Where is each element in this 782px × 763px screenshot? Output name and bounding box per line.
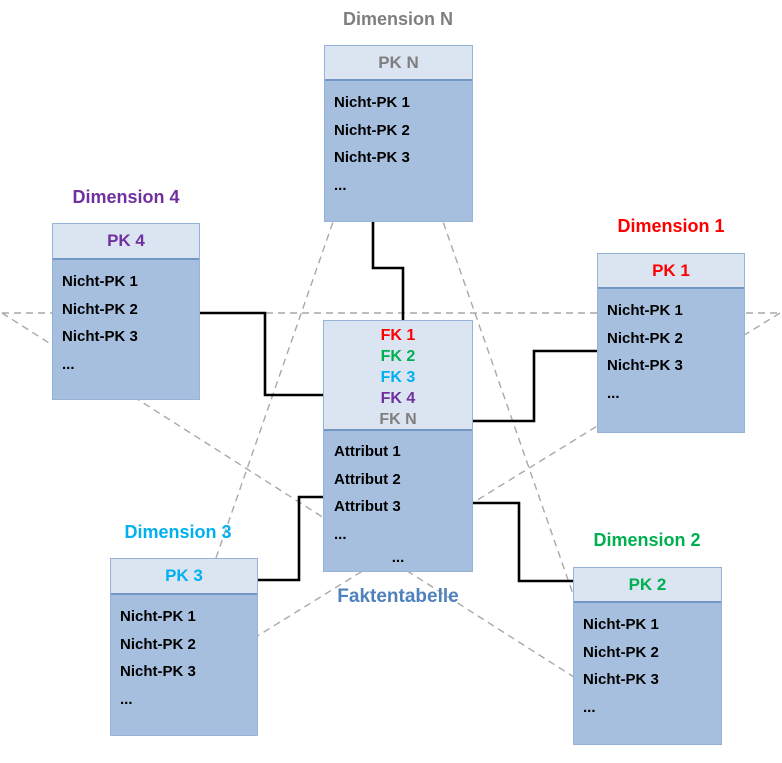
dimension-1-table: PK 1 Nicht-PK 1 Nicht-PK 2 Nicht-PK 3 ..…	[597, 253, 745, 433]
attribute-row: Nicht-PK 2	[583, 643, 659, 661]
attribute-row: Nicht-PK 1	[120, 608, 196, 625]
foreign-key-row: FK 2	[380, 348, 416, 365]
dimension-4-attributes: Nicht-PK 1 Nicht-PK 2 Nicht-PK 3 ...	[53, 260, 199, 378]
attribute-row: Nicht-PK 2	[334, 121, 410, 139]
attribute-row: Nicht-PK 2	[120, 635, 196, 653]
attribute-row: Nicht-PK 2	[62, 300, 138, 318]
attribute-row: ...	[334, 525, 347, 543]
connector-dimension-n-fact	[371, 222, 405, 321]
dimension-2-attributes: Nicht-PK 1 Nicht-PK 2 Nicht-PK 3 ...	[574, 603, 721, 721]
connector-fact-dimension-1	[472, 349, 597, 423]
attribute-row: Nicht-PK 3	[583, 671, 659, 688]
fact-table-label: Faktentabelle	[337, 586, 459, 607]
dimension-4-title: Dimension 4	[72, 187, 180, 207]
attribute-row: Nicht-PK 3	[607, 357, 683, 374]
foreign-key-row: FK 1	[380, 327, 416, 344]
dimension-n-pk-header: PK N	[325, 46, 472, 81]
dimension-2-title: Dimension 2	[593, 530, 701, 550]
dimension-1-attributes: Nicht-PK 1 Nicht-PK 2 Nicht-PK 3 ...	[598, 289, 744, 407]
attribute-row: Nicht-PK 3	[62, 328, 138, 345]
dimension-3-title: Dimension 3	[124, 522, 232, 542]
foreign-key-row: FK N	[379, 411, 417, 428]
dimension-n-table: PK N Nicht-PK 1 Nicht-PK 2 Nicht-PK 3 ..…	[324, 45, 473, 222]
attribute-row: Nicht-PK 1	[334, 94, 410, 111]
attribute-row: Nicht-PK 3	[334, 149, 410, 166]
attribute-row: Nicht-PK 3	[120, 663, 196, 680]
dimension-3-table: PK 3 Nicht-PK 1 Nicht-PK 2 Nicht-PK 3 ..…	[110, 558, 258, 736]
attribute-row: Attribut 1	[334, 443, 401, 460]
fact-table: FK 1 FK 2 FK 3 FK 4 FK N Attribut 1 Attr…	[323, 320, 473, 572]
fact-table-fk-section: FK 1 FK 2 FK 3 FK 4 FK N	[324, 321, 472, 431]
attribute-row: Nicht-PK 1	[607, 302, 683, 319]
dimension-1-pk-header: PK 1	[598, 254, 744, 289]
dimension-3-pk-header: PK 3	[111, 559, 257, 595]
attribute-row: ...	[120, 690, 133, 708]
attribute-row: Nicht-PK 2	[607, 329, 683, 347]
foreign-key-row: FK 3	[380, 369, 416, 386]
attribute-row: ...	[607, 384, 620, 402]
attribute-row: ...	[583, 698, 596, 716]
dimension-3-attributes: Nicht-PK 1 Nicht-PK 2 Nicht-PK 3 ...	[111, 595, 257, 713]
foreign-key-row: FK 4	[380, 390, 416, 407]
connector-fact-dimension-2	[472, 501, 573, 583]
dimension-2-table: PK 2 Nicht-PK 1 Nicht-PK 2 Nicht-PK 3 ..…	[573, 567, 722, 745]
connector-dimension-4-fact	[200, 311, 324, 397]
connector-fact-dimension-3	[258, 495, 324, 582]
dimension-4-pk-header: PK 4	[53, 224, 199, 260]
attribute-row: ...	[334, 176, 347, 194]
attribute-row: Nicht-PK 1	[583, 616, 659, 633]
attribute-row: Nicht-PK 1	[62, 273, 138, 290]
dimension-n-attributes: Nicht-PK 1 Nicht-PK 2 Nicht-PK 3 ...	[325, 81, 472, 199]
attribute-row: Attribut 2	[334, 470, 401, 488]
dimension-1-title: Dimension 1	[617, 216, 725, 236]
attribute-row: ...	[62, 355, 75, 373]
fact-table-attribute-section: Attribut 1 Attribut 2 Attribut 3 ... ...	[324, 431, 472, 568]
dimension-n-title: Dimension N	[342, 9, 453, 29]
attribute-row: Attribut 3	[334, 498, 401, 515]
dimension-2-pk-header: PK 2	[574, 568, 721, 603]
more-rows-indicator: ...	[391, 549, 405, 566]
dimension-4-table: PK 4 Nicht-PK 1 Nicht-PK 2 Nicht-PK 3 ..…	[52, 223, 200, 400]
